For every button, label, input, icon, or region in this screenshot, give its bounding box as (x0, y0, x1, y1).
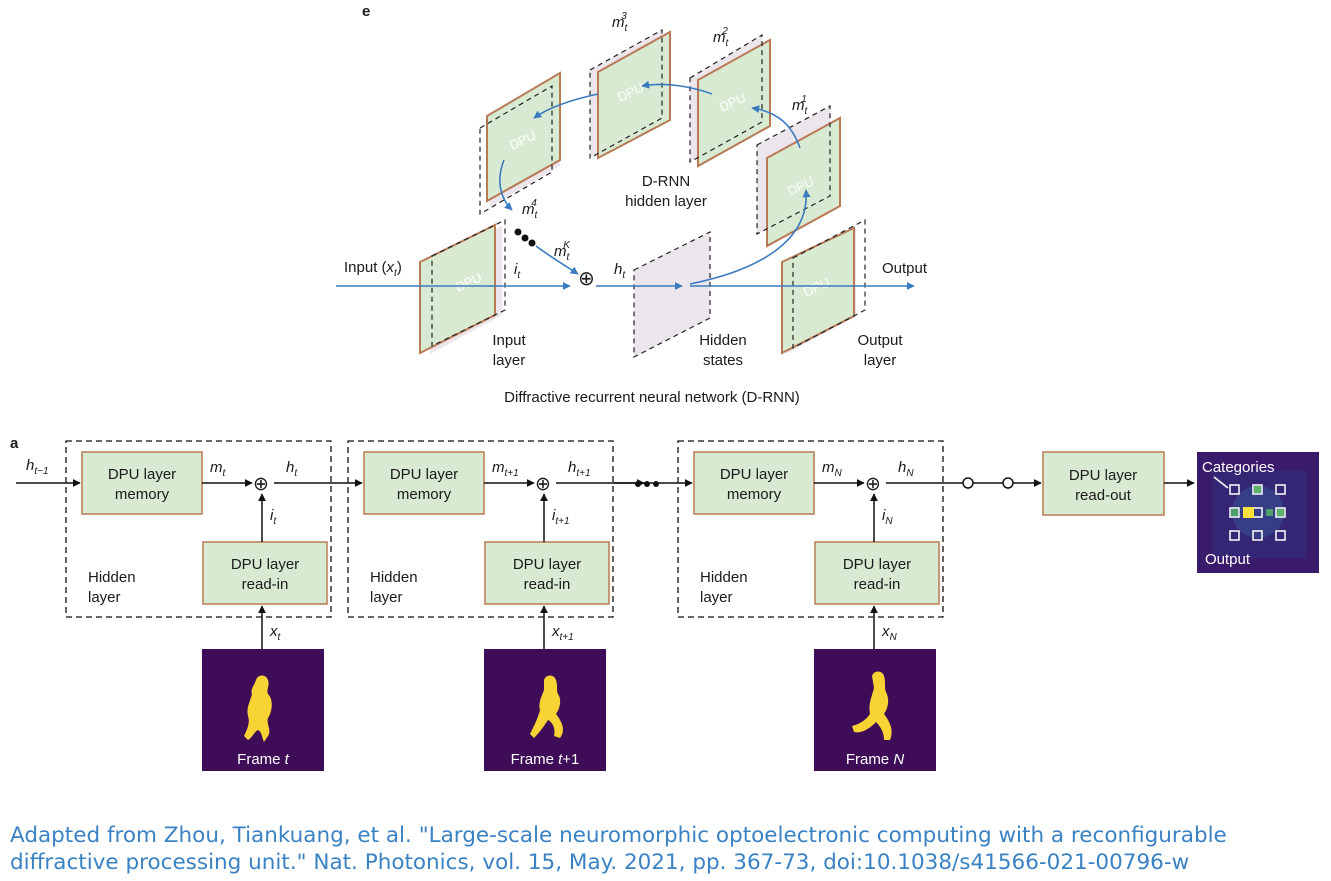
hidden-states-plane (633, 231, 711, 358)
input-signal-label: it+1 (552, 507, 570, 527)
memory-signal-label: mt+1 (492, 459, 519, 479)
memory-signal-label: mN (822, 459, 843, 479)
m2-to-m3-arrow (641, 80, 713, 95)
ellipsis-dot (644, 481, 650, 487)
runner-silhouette (244, 675, 272, 742)
label-m3: mt3 (612, 11, 629, 34)
hidden-layer-frame (65, 440, 332, 618)
memory-plane-m1: DPU (756, 104, 841, 248)
switch-node (1002, 477, 1014, 489)
categories-pointer (1213, 476, 1229, 489)
dpu-readin-box (202, 541, 328, 605)
label-m1: mt1 (792, 94, 809, 117)
ht-label: ht (614, 261, 626, 281)
output-layer-plane: DPU (781, 219, 866, 355)
panel-e: e DPU DPU DPU DPU (336, 3, 928, 406)
dpu-readin-box (814, 541, 940, 605)
mK-to-plus-arrow (535, 245, 579, 275)
input-xt-label: Input (xt) (344, 259, 402, 279)
h-prev-label: ht−1 (26, 457, 49, 477)
label-mK: mtK (554, 240, 571, 263)
memory-plane-m2: DPU (689, 33, 771, 168)
hidden-layer-frame (677, 440, 944, 618)
switch-node (962, 477, 974, 489)
dpu-memory-box (363, 451, 485, 515)
hidden-state-label: ht+1 (568, 459, 591, 479)
output-label-e: Output (882, 260, 928, 277)
m4-to-dots-arrow (499, 159, 513, 211)
ellipsis-dot (635, 481, 641, 487)
label-m4: mt4 (522, 198, 539, 221)
hidden-state-label: ht (286, 459, 298, 479)
ellipsis-dot (653, 481, 659, 487)
hidden-state-label: hN (898, 459, 914, 479)
m1-to-m2-arrow (751, 105, 801, 149)
panel-a-label: a (10, 435, 19, 452)
frame-label: Frame t (237, 751, 290, 768)
sum-operator-e: ⊕ (578, 266, 595, 290)
ellipsis-dot (514, 228, 522, 236)
ellipsis-dot (528, 239, 536, 247)
label-m2: mt2 (713, 26, 730, 49)
sum-operator: ⊕ (865, 473, 881, 495)
hidden-layer-frame (347, 440, 614, 618)
panel-e-label: e (362, 3, 370, 20)
dpu-memory-box (81, 451, 203, 515)
it-label: it (514, 261, 521, 281)
ellipsis-dot (521, 234, 529, 242)
memory-plane-m3: DPU (589, 28, 671, 160)
dpu-memory-box (693, 451, 815, 515)
hidden-to-m1-arrow (689, 189, 811, 285)
sum-operator: ⊕ (535, 473, 551, 495)
output-categories-image: Categories Output (1197, 452, 1319, 573)
dpu-readin-box (484, 541, 610, 605)
m3-to-m4-arrow (533, 93, 599, 119)
input-signal-label: it (270, 507, 277, 527)
categories-label: Categories (1202, 459, 1275, 476)
frame-input-label: xt+1 (551, 623, 574, 643)
runner-silhouette (530, 675, 563, 738)
frame-input-label: xN (881, 623, 898, 643)
dpu-readout-box (1042, 451, 1165, 516)
citation-caption: Adapted from Zhou, Tiankuang, et al. "La… (10, 823, 1227, 875)
memory-signal-label: mt (210, 459, 227, 479)
runner-silhouette (852, 671, 892, 740)
frame-label: Frame N (846, 751, 905, 768)
memory-plane-m4: DPU (479, 71, 561, 216)
frame-input-label: xt (269, 623, 282, 643)
input-layer-plane: DPU (419, 219, 506, 355)
output-label-a: Output (1205, 551, 1251, 568)
input-signal-label: iN (882, 507, 893, 527)
sum-operator: ⊕ (253, 473, 269, 495)
drnn-title: Diffractive recurrent neural network (D-… (504, 389, 800, 406)
frame-label: Frame t+1 (511, 751, 580, 768)
